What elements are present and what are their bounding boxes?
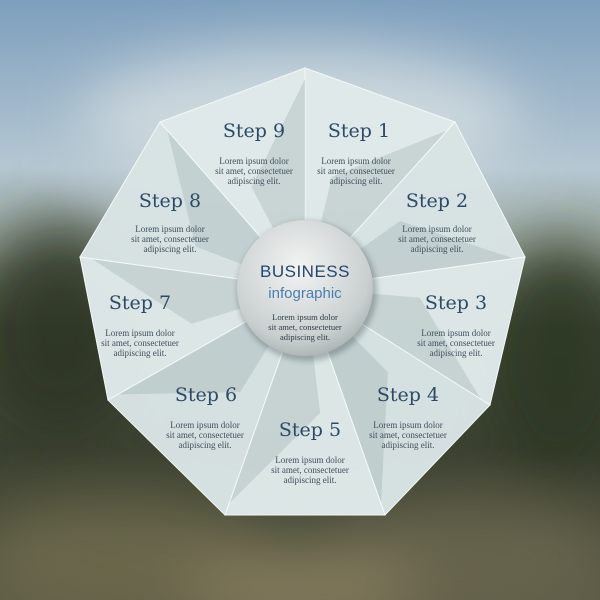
step-4-body-2: sit amet, consectetuer (369, 430, 447, 440)
step-7-body-3: adipiscing elit. (114, 348, 167, 358)
step-8-title: Step 8 (139, 190, 201, 212)
step-9-title: Step 9 (223, 120, 285, 142)
step-6-body-3: adipiscing elit. (179, 440, 232, 450)
step-6-body-1: Lorem ipsum dolor (170, 420, 240, 430)
step-5-body-2: sit amet, consectetuer (271, 465, 349, 475)
center-disc-group: BUSINESS infographic Lorem ipsum dolor s… (237, 220, 377, 361)
step-8-body-1: Lorem ipsum dolor (135, 224, 205, 234)
step-4-title: Step 4 (377, 384, 439, 406)
step-1-body-3: adipiscing elit. (330, 176, 383, 186)
center-body-line-2: sit amet, consectetuer (268, 322, 342, 332)
step-1: Step 1 Lorem ipsum dolor sit amet, conse… (317, 120, 395, 186)
step-7: Step 7 Lorem ipsum dolor sit amet, conse… (101, 292, 179, 358)
step-4: Step 4 Lorem ipsum dolor sit amet, conse… (369, 384, 447, 450)
step-2-title: Step 2 (406, 190, 468, 212)
step-8-body-3: adipiscing elit. (144, 244, 197, 254)
step-5-body-3: adipiscing elit. (284, 475, 337, 485)
step-8: Step 8 Lorem ipsum dolor sit amet, conse… (131, 190, 209, 254)
step-6-body-2: sit amet, consectetuer (166, 430, 244, 440)
step-7-body-1: Lorem ipsum dolor (105, 328, 175, 338)
step-9-body-3: adipiscing elit. (228, 176, 281, 186)
step-4-body-1: Lorem ipsum dolor (373, 420, 443, 430)
step-2-body-3: adipiscing elit. (411, 244, 464, 254)
step-5-title: Step 5 (279, 419, 341, 441)
step-5-body-1: Lorem ipsum dolor (275, 455, 345, 465)
step-6-title: Step 6 (175, 384, 237, 406)
center-body-line-1: Lorem ipsum dolor (272, 312, 338, 322)
step-9: Step 9 Lorem ipsum dolor sit amet, conse… (215, 120, 293, 186)
step-3-body-1: Lorem ipsum dolor (421, 328, 491, 338)
step-3-body-3: adipiscing elit. (430, 348, 483, 358)
step-9-body-2: sit amet, consectetuer (215, 166, 293, 176)
step-2: Step 2 Lorem ipsum dolor sit amet, conse… (398, 190, 476, 254)
step-7-body-2: sit amet, consectetuer (101, 338, 179, 348)
step-3-body-2: sit amet, consectetuer (417, 338, 495, 348)
step-1-title: Step 1 (328, 120, 390, 142)
step-2-body-1: Lorem ipsum dolor (402, 224, 472, 234)
step-3: Step 3 Lorem ipsum dolor sit amet, conse… (417, 292, 495, 358)
step-5: Step 5 Lorem ipsum dolor sit amet, conse… (271, 419, 349, 485)
step-4-body-3: adipiscing elit. (382, 440, 435, 450)
center-subtitle: infographic (268, 285, 342, 302)
sector-fold-shadow-7 (80, 257, 305, 324)
center-disc (237, 220, 373, 356)
step-9-body-1: Lorem ipsum dolor (219, 156, 289, 166)
step-3-title: Step 3 (425, 292, 487, 314)
center-body-line-3: adipiscing elit. (280, 332, 330, 342)
step-1-body-2: sit amet, consectetuer (317, 166, 395, 176)
step-7-title: Step 7 (109, 292, 171, 314)
step-6: Step 6 Lorem ipsum dolor sit amet, conse… (166, 384, 244, 450)
step-8-body-2: sit amet, consectetuer (131, 234, 209, 244)
center-title: BUSINESS (260, 262, 350, 281)
step-1-body-1: Lorem ipsum dolor (321, 156, 391, 166)
step-2-body-2: sit amet, consectetuer (398, 234, 476, 244)
